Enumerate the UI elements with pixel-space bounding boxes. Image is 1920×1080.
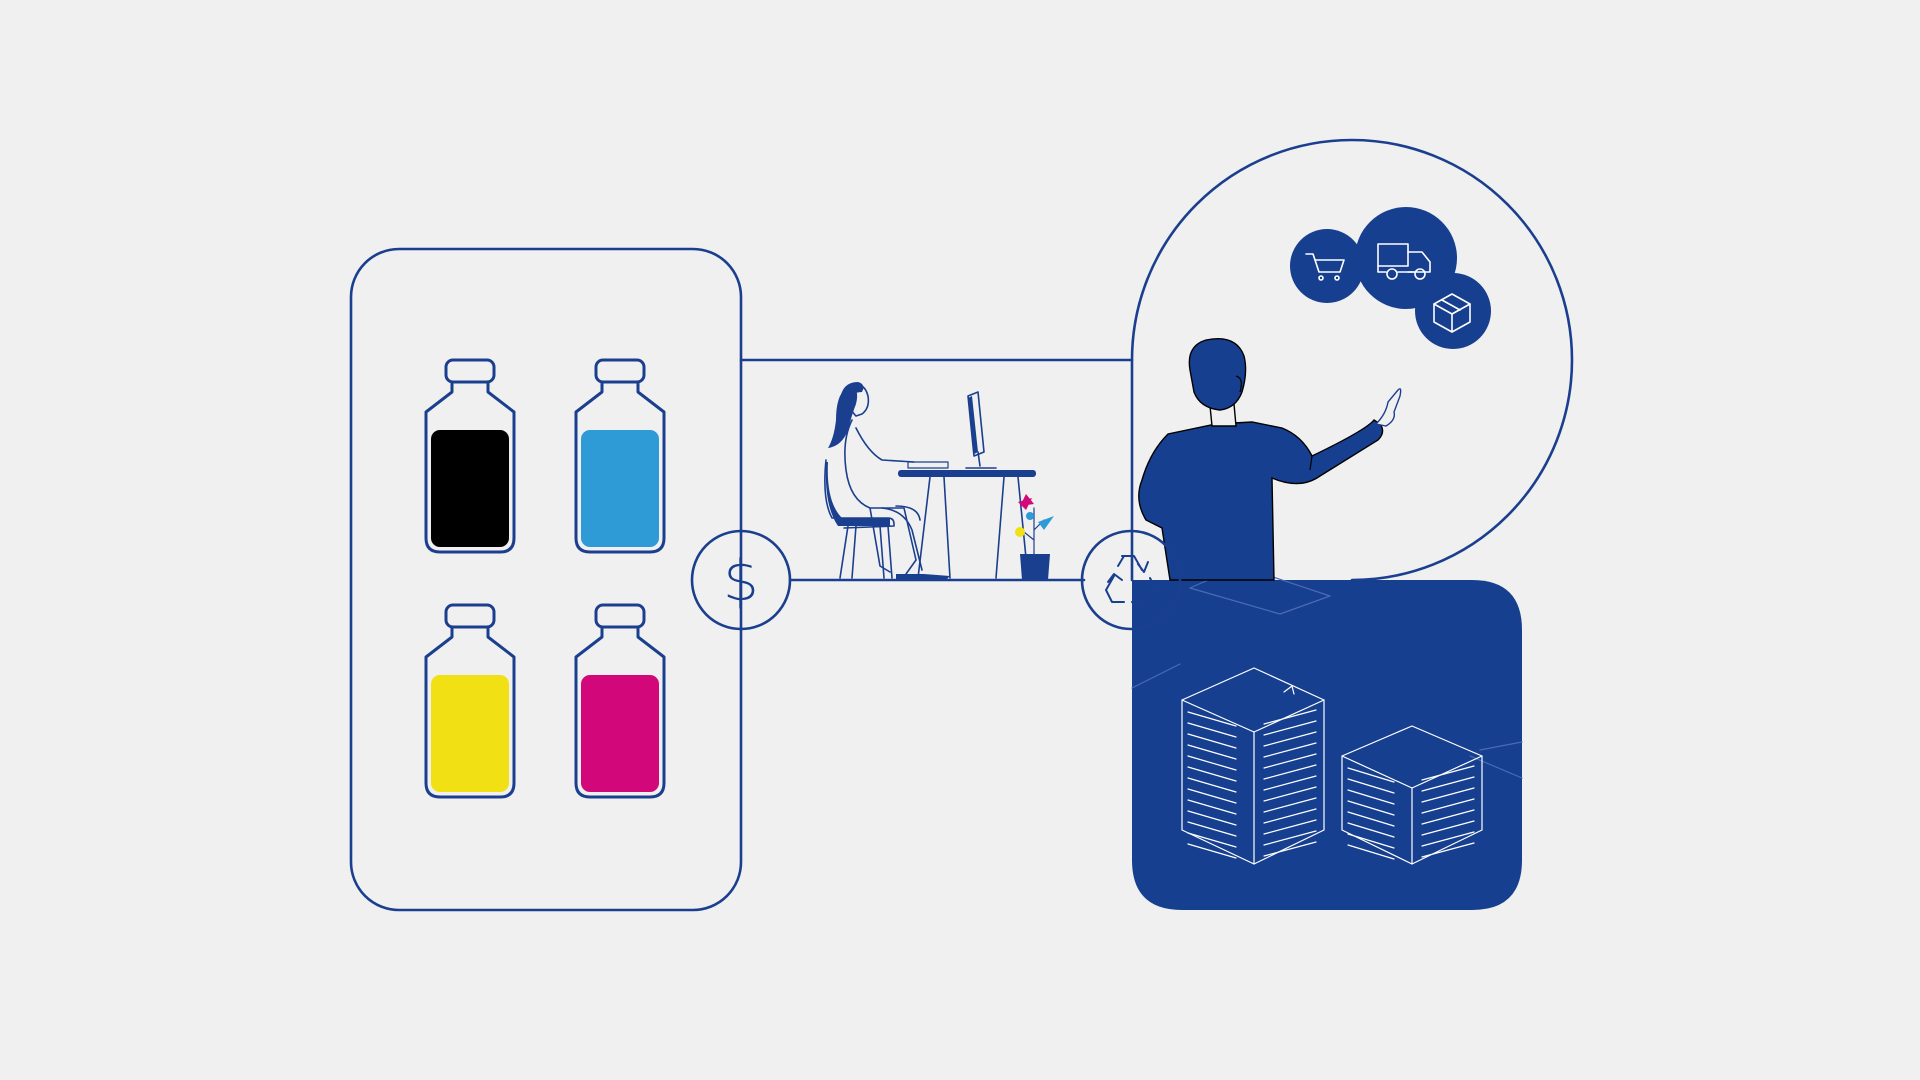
paper-panel-background bbox=[1132, 580, 1522, 910]
package-box-icon bbox=[1433, 293, 1471, 333]
ink-bottle-yellow bbox=[424, 603, 516, 799]
chair-leg-3 bbox=[879, 525, 885, 579]
bottle-cap bbox=[444, 358, 496, 384]
chair-leg-2 bbox=[851, 525, 857, 579]
man-body bbox=[1138, 419, 1384, 581]
man-hand bbox=[1374, 388, 1402, 427]
paper-stack-tall bbox=[1181, 667, 1325, 865]
man-head bbox=[1188, 338, 1247, 411]
woman-hair-top bbox=[840, 382, 864, 404]
floor-lines bbox=[1131, 565, 1523, 779]
ink-bottle-magenta bbox=[574, 603, 666, 799]
dollar-connector: $ bbox=[690, 529, 792, 631]
ink-bottle-cyan bbox=[574, 358, 666, 554]
woman-arm bbox=[855, 427, 915, 463]
presenter-circle-outline bbox=[1130, 138, 1574, 582]
keyboard bbox=[907, 461, 949, 469]
ink-fill-cyan bbox=[581, 430, 659, 547]
ink-fill-yellow bbox=[431, 675, 509, 792]
presenter-frame bbox=[1130, 138, 1574, 582]
chair-leg-1 bbox=[839, 525, 849, 579]
chair-leg-4 bbox=[887, 525, 893, 579]
cart-bubble bbox=[1290, 229, 1364, 303]
delivery-truck-icon bbox=[1377, 243, 1431, 280]
monitor-screen bbox=[968, 396, 978, 454]
ink-fill-black bbox=[431, 430, 509, 547]
woman-hair bbox=[828, 386, 858, 448]
paper-stack-short bbox=[1341, 725, 1483, 865]
man-ear bbox=[1235, 375, 1242, 393]
computer-monitor bbox=[967, 391, 985, 457]
ink-fill-magenta bbox=[581, 675, 659, 792]
ink-bottle-group bbox=[424, 358, 666, 799]
plant-bud-yellow bbox=[1015, 527, 1025, 537]
woman-body bbox=[844, 419, 917, 575]
bottle-cap bbox=[594, 603, 646, 629]
recycle-icon bbox=[1105, 555, 1157, 609]
plant-pot bbox=[1020, 554, 1050, 580]
dollar-icon: $ bbox=[723, 549, 759, 614]
desk-top bbox=[898, 470, 1036, 477]
man-pointing-illustration bbox=[1138, 338, 1402, 581]
commerce-bubbles bbox=[1290, 207, 1491, 349]
woman-at-desk-illustration bbox=[824, 382, 1054, 580]
ink-bottles-panel bbox=[349, 247, 743, 912]
plant-flower-magenta bbox=[1018, 494, 1034, 510]
shopping-cart-icon bbox=[1305, 253, 1345, 281]
ink-bottle-black bbox=[424, 358, 516, 554]
woman-legs bbox=[881, 505, 923, 571]
chair-seat bbox=[825, 462, 890, 526]
paper-panel bbox=[1131, 565, 1523, 910]
woman-shoes bbox=[896, 574, 950, 580]
recycle-connector bbox=[1080, 529, 1182, 631]
bottle-cap bbox=[594, 358, 646, 384]
dollar-circle bbox=[690, 529, 792, 631]
man-arm-line bbox=[1309, 455, 1313, 471]
recycle-circle bbox=[1080, 529, 1182, 631]
ink-panel-frame bbox=[349, 247, 743, 912]
plant-leaf-cyan bbox=[1038, 516, 1054, 530]
desk-legs bbox=[917, 476, 1029, 579]
bottle-cap bbox=[444, 603, 496, 629]
plant-bud-cyan bbox=[1026, 512, 1034, 520]
box-bubble bbox=[1415, 273, 1491, 349]
monitor-stand bbox=[965, 451, 997, 469]
